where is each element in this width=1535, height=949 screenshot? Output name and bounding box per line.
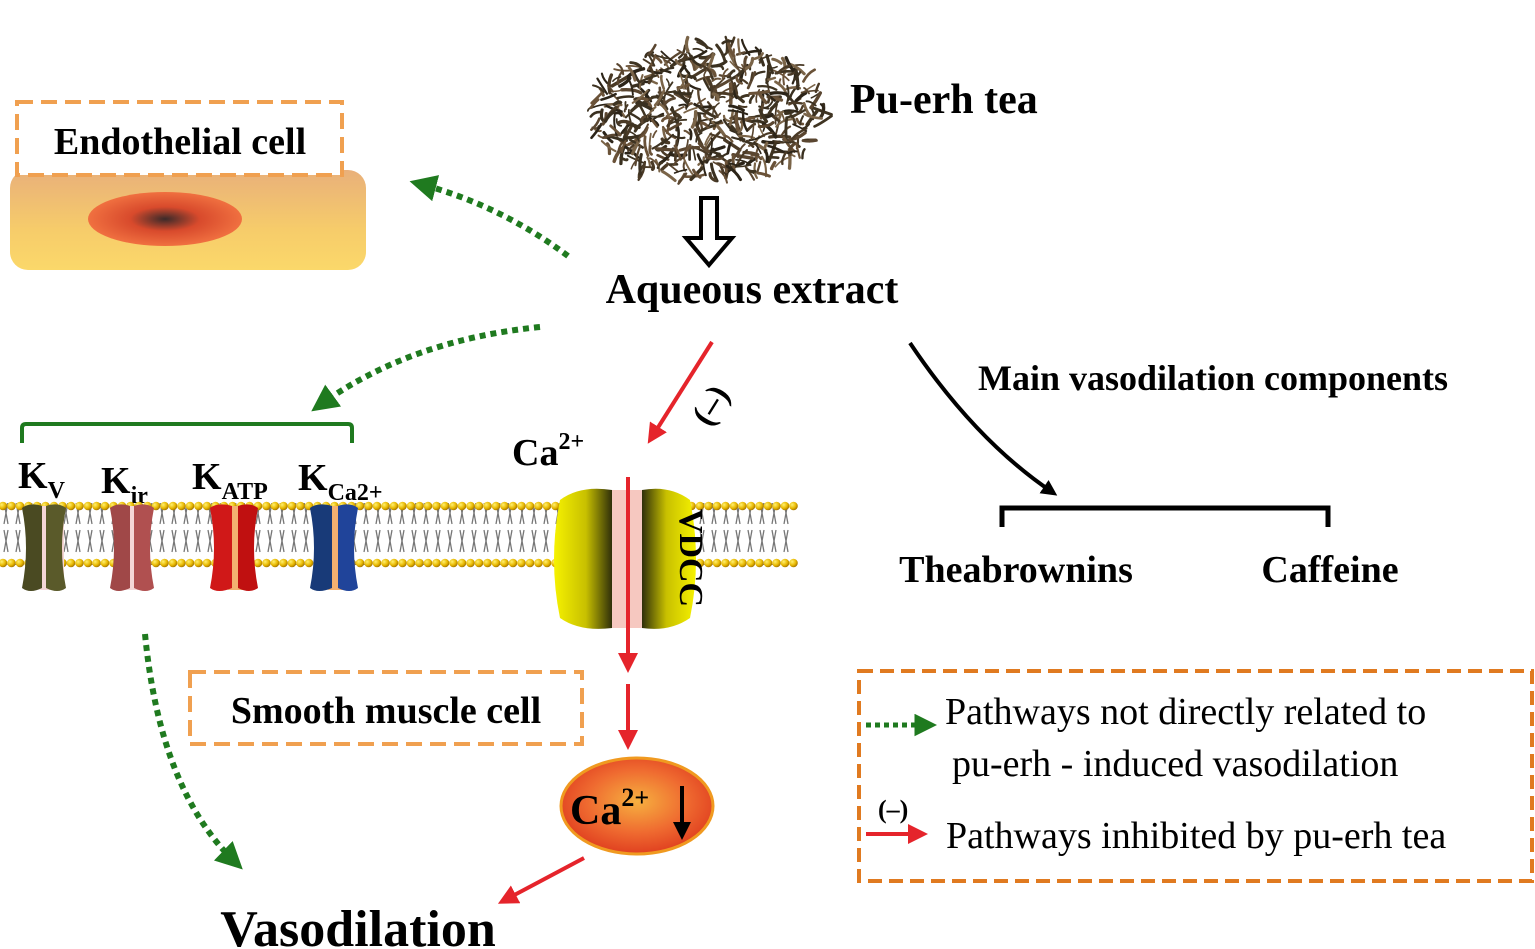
- vdcc-channel: [554, 488, 696, 629]
- calcium-label: Ca2+: [512, 429, 584, 474]
- legend-red-mark: (–): [878, 795, 908, 824]
- calcium-decrease-label: Ca2+: [570, 783, 649, 834]
- red-path-to-vasodilation: [497, 856, 585, 904]
- hollow-down-arrow-icon: [681, 196, 737, 269]
- kir-channel: [110, 504, 154, 591]
- components-bracket: [999, 505, 1331, 527]
- component-theabrownins: Theabrownins: [899, 549, 1133, 591]
- component-caffeine: Caffeine: [1261, 549, 1398, 591]
- k-channels-bracket: [20, 422, 354, 443]
- components-heading: Main vasodilation components: [978, 358, 1448, 398]
- green-path-to-vasodilation: [142, 633, 243, 870]
- red-path-extract-to-calcium: [647, 340, 714, 444]
- tea-leaves-image: [586, 35, 833, 185]
- kca-label: KCa2+: [298, 457, 383, 506]
- kv-label: KV: [18, 455, 66, 504]
- black-path-to-components: [908, 341, 1058, 496]
- vasodilation-label: Vasodilation: [220, 901, 496, 949]
- tea-label: Pu-erh tea: [850, 77, 1038, 123]
- katp-label: KATP: [192, 456, 268, 505]
- legend-green-line1: Pathways not directly related to: [945, 691, 1426, 733]
- aqueous-extract-label: Aqueous extract: [606, 267, 899, 313]
- inhibit-mark: (–): [685, 379, 737, 432]
- vdcc-label: VDCC: [672, 509, 709, 607]
- calcium-decrease-bubble: [559, 756, 715, 856]
- legend-green-line2: pu-erh - induced vasodilation: [952, 743, 1398, 785]
- endothelial-cell: [10, 170, 366, 270]
- smooth-muscle-label-box: [188, 670, 584, 746]
- legend-box: Pathways not directly related to pu-erh …: [857, 669, 1534, 883]
- katp-channel: [210, 504, 258, 591]
- legend-red-text: Pathways inhibited by pu-erh tea: [946, 815, 1446, 857]
- green-path-to-endothelial: [409, 175, 570, 259]
- green-path-to-k-channels: [311, 324, 541, 412]
- nucleus-shape: [88, 192, 242, 246]
- down-arrow-icon: [673, 786, 691, 840]
- smooth-muscle-label: Smooth muscle cell: [231, 690, 541, 732]
- kv-channel: [22, 504, 66, 591]
- kir-label: Kir: [101, 460, 148, 509]
- endothelial-label-box: [15, 100, 344, 177]
- endothelial-label: Endothelial cell: [54, 121, 306, 163]
- kca-channel: [310, 504, 358, 591]
